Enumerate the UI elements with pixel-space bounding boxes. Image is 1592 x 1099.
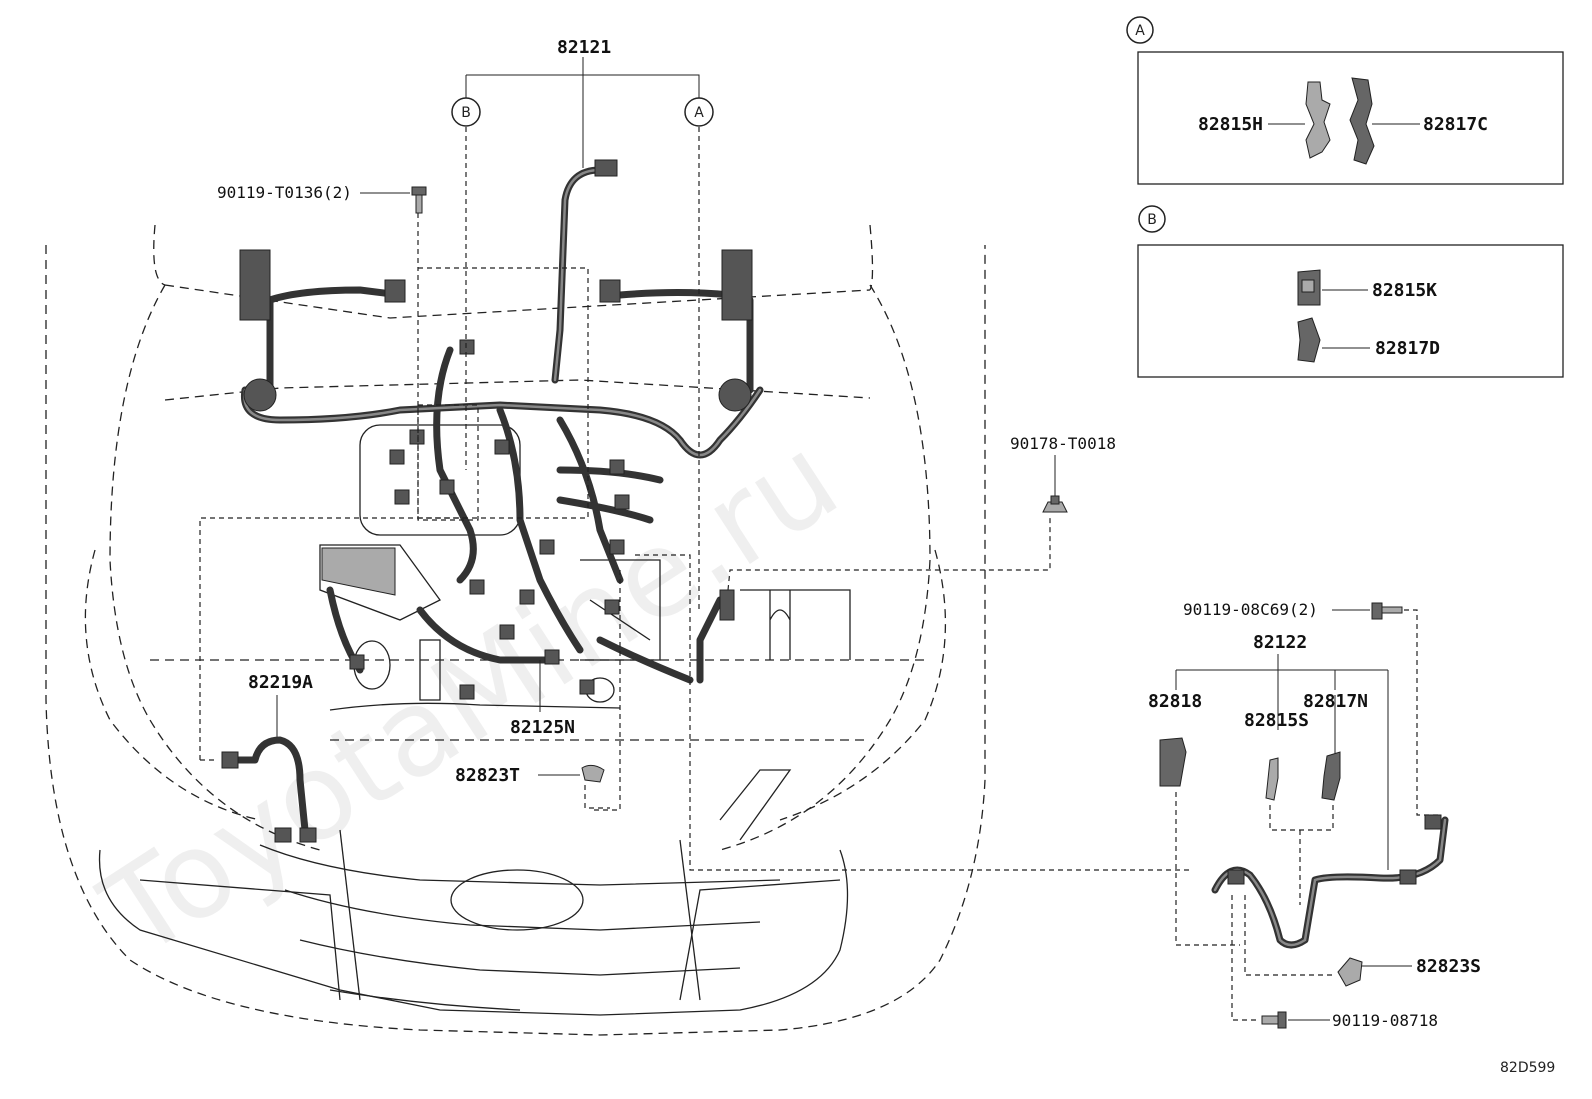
label-90119-08718: 90119-08718 [1332,1011,1438,1030]
part-82815H [1305,81,1331,159]
label-82823S: 82823S [1416,956,1481,977]
inset-b-letter: B [1147,212,1157,228]
cover-82823S [1337,957,1363,987]
label-82818: 82818 [1148,691,1202,712]
label-82815S: 82815S [1244,710,1309,731]
harness-82122 [1211,814,1449,949]
reference-frames [199,195,1190,871]
label-82823T: 82823T [455,765,520,786]
bolt-bottom-icon [1261,1011,1287,1029]
label-90119-08C69: 90119-08C69(2) [1183,600,1318,619]
label-82219A: 82219A [248,672,313,693]
relay-block-82818 [1159,737,1187,787]
label-82121: 82121 [557,37,611,58]
label-82817D: 82817D [1375,338,1440,359]
label-82815K: 82815K [1372,280,1437,301]
front-grille [98,769,849,1016]
inset-b-frame [1137,244,1564,378]
inset-a-frame [1137,51,1564,185]
inset-a-circle [1126,16,1154,44]
part-82817C [1349,77,1375,165]
cover-82823T [581,764,610,809]
part-82815S [1265,757,1279,801]
harness-82219A [221,736,317,843]
main-wiring-harness [239,159,764,700]
label-82122: 82122 [1253,632,1307,653]
diagram-code: 82D599 [1500,1060,1555,1076]
part-82815K [1297,269,1321,306]
inset-b-circle [1138,205,1166,233]
label-90119-T0136: 90119-T0136(2) [217,183,352,202]
clip-icon [1042,495,1068,513]
screw-icon [411,186,427,214]
label-90178-T0018: 90178-T0018 [1010,434,1116,453]
label-82817N: 82817N [1303,691,1368,712]
part-82817N [1321,751,1341,801]
part-82817D [1297,317,1321,363]
callout-b-circle [451,97,481,127]
label-82125N: 82125N [510,717,575,738]
label-82815H: 82815H [1198,114,1263,135]
callout-a-circle [684,97,714,127]
callout-a-letter: A [694,105,704,121]
label-82817C: 82817C [1423,114,1488,135]
inset-a-letter: A [1135,23,1145,39]
callout-b-letter: B [461,105,471,121]
screw-right-icon [1371,602,1403,620]
callout-leaders [465,57,700,610]
